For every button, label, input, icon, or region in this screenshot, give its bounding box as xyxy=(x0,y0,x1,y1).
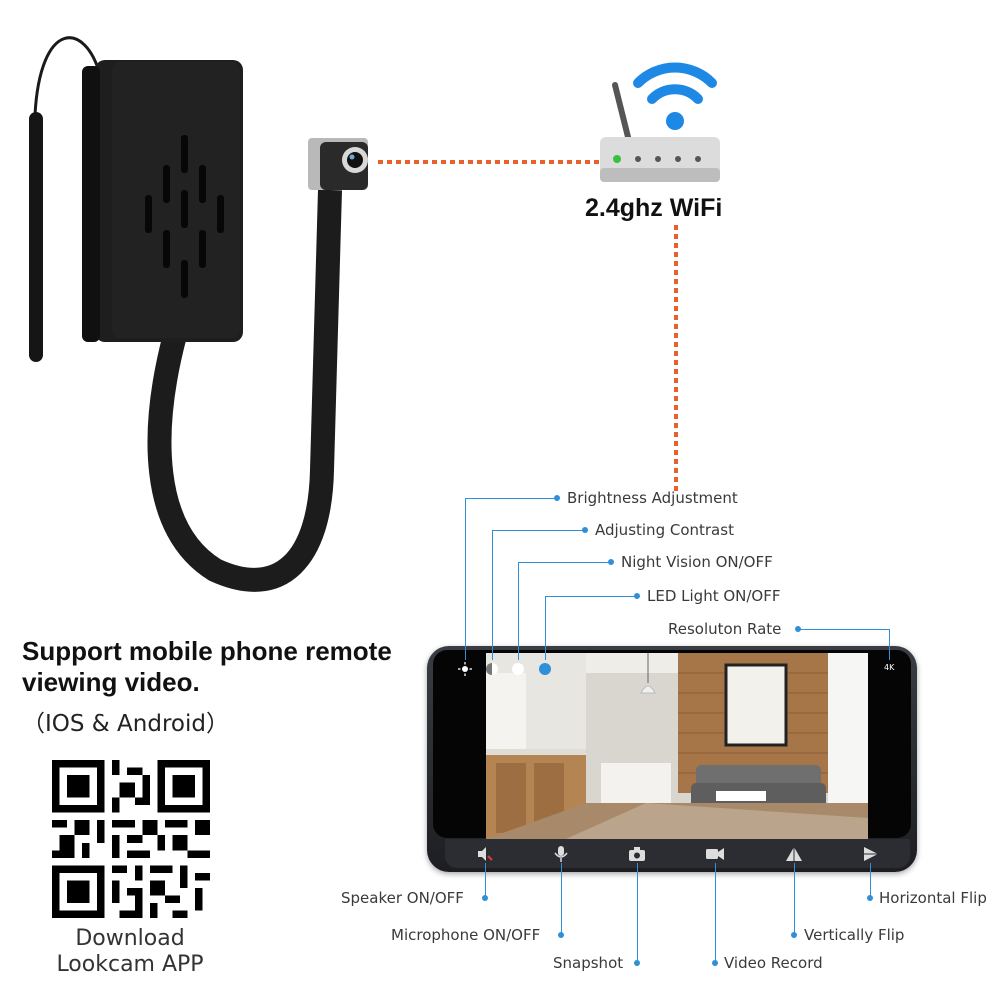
callout-line-resolution xyxy=(889,629,890,660)
router-icon xyxy=(600,82,720,182)
callout-speaker: Speaker ON/OFF xyxy=(341,889,464,907)
callout-line-vertical-flip xyxy=(794,863,795,935)
callout-brightness: Brightness Adjustment xyxy=(567,489,738,507)
qr-code[interactable] xyxy=(52,760,210,918)
callout-line-led xyxy=(545,596,546,660)
callout-line-brightness xyxy=(465,498,466,660)
callout-line-contrast xyxy=(492,530,493,660)
callout-snapshot: Snapshot xyxy=(553,954,624,972)
callout-line-horizontal-flip xyxy=(870,863,871,898)
callout-line-night-vision xyxy=(518,562,519,660)
callout-resolution: Resoluton Rate xyxy=(668,620,782,638)
horizontal-flip-icon[interactable] xyxy=(862,846,880,862)
video-camera-icon[interactable] xyxy=(706,846,724,862)
callout-line-video-record xyxy=(715,863,716,963)
video-toolbar xyxy=(445,839,910,868)
contrast-icon[interactable] xyxy=(485,662,499,676)
download-app-text: Download Lookcam APP xyxy=(30,926,230,978)
callout-led-light: LED Light ON/OFF xyxy=(647,587,781,605)
brightness-icon[interactable] xyxy=(458,662,472,676)
callout-line-microphone xyxy=(561,863,562,935)
callout-line-snapshot xyxy=(637,863,638,963)
led-light-icon[interactable] xyxy=(538,662,552,676)
camera-icon[interactable] xyxy=(628,846,646,862)
night-vision-icon[interactable] xyxy=(511,662,525,676)
microphone-icon[interactable] xyxy=(552,846,570,862)
camera-device-illustration xyxy=(29,36,368,592)
headline-line-1: Support mobile phone remote xyxy=(22,636,392,666)
wifi-label: 2.4ghz WiFi xyxy=(585,194,723,222)
callout-vertical-flip: Vertically Flip xyxy=(804,926,905,944)
callout-contrast: Adjusting Contrast xyxy=(595,521,734,539)
promo-headline: Support mobile phone remote viewing vide… xyxy=(22,636,392,698)
callout-microphone: Microphone ON/OFF xyxy=(391,926,541,944)
live-video-feed xyxy=(486,653,868,839)
platforms-note: （IOS & Android） xyxy=(22,711,229,737)
download-line-1: Download xyxy=(75,926,185,951)
antenna xyxy=(29,112,43,362)
callout-horizontal-flip: Horizontal Flip xyxy=(879,889,987,907)
wifi-icon xyxy=(633,62,717,130)
vertical-flip-icon[interactable] xyxy=(785,846,803,862)
headline-line-2: viewing video. xyxy=(22,667,200,697)
callout-video-record: Video Record xyxy=(724,954,823,972)
download-line-2: Lookcam APP xyxy=(56,952,204,977)
resolution-badge[interactable]: 4K xyxy=(884,663,895,672)
callout-line-speaker xyxy=(485,863,486,898)
callout-night-vision: Night Vision ON/OFF xyxy=(621,553,773,571)
speaker-icon[interactable] xyxy=(476,846,494,862)
